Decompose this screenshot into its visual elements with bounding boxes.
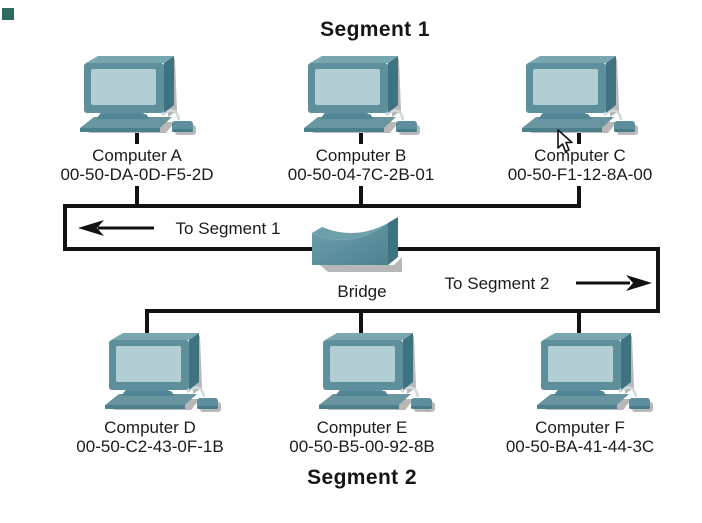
segment-1-title: Segment 1 <box>320 18 430 41</box>
computer-e-name-label: Computer E <box>316 418 408 437</box>
stub-computer-a <box>135 131 139 144</box>
computer-c-mac-label: 00-50-F1-12-8A-00 <box>507 165 653 184</box>
to-segment-1-label: To Segment 1 <box>175 219 281 238</box>
computer-a-mac-label: 00-50-DA-0D-F5-2D <box>60 165 214 184</box>
stub-computer-c <box>577 131 581 144</box>
bridge-device <box>308 215 408 279</box>
computer-icon <box>535 330 655 414</box>
bridge-label: Bridge <box>337 282 387 301</box>
to-segment-2-arrow-icon <box>576 275 652 291</box>
computer-icon <box>78 53 198 137</box>
drop-computer-d <box>145 311 149 333</box>
stub-computer-b <box>359 131 363 144</box>
corner-artifact <box>2 8 14 20</box>
computer-icon <box>317 330 437 414</box>
computer-f <box>535 330 655 414</box>
drop-computer-f <box>577 311 581 333</box>
drop-computer-e <box>359 311 363 333</box>
mouse-cursor-icon <box>557 129 573 153</box>
computer-b <box>302 53 422 137</box>
computer-a-name-label: Computer A <box>92 146 182 165</box>
computer-c-name-label: Computer C <box>534 146 626 165</box>
to-segment-1-arrow-icon <box>78 220 154 236</box>
trunk-right-wall-line <box>656 247 660 313</box>
computer-icon <box>302 53 422 137</box>
segment-1-bus-line <box>63 204 581 208</box>
computer-icon <box>103 330 223 414</box>
computer-d-name-label: Computer D <box>104 418 196 437</box>
computer-d <box>103 330 223 414</box>
drop-computer-c <box>577 186 581 206</box>
computer-d-mac-label: 00-50-C2-43-0F-1B <box>76 437 224 456</box>
computer-f-name-label: Computer F <box>535 418 625 437</box>
drop-computer-a <box>135 186 139 206</box>
computer-a <box>78 53 198 137</box>
computer-b-name-label: Computer B <box>315 146 407 165</box>
trunk-left-wall-line <box>63 204 67 251</box>
bridge-icon <box>308 215 408 277</box>
computer-f-mac-label: 00-50-BA-41-44-3C <box>505 437 655 456</box>
segment-2-title: Segment 2 <box>307 466 417 489</box>
to-segment-2-label: To Segment 2 <box>444 274 550 293</box>
computer-b-mac-label: 00-50-04-7C-2B-01 <box>287 165 435 184</box>
computer-e-mac-label: 00-50-B5-00-92-8B <box>289 437 435 456</box>
drop-computer-b <box>359 186 363 206</box>
computer-e <box>317 330 437 414</box>
computer-icon <box>520 53 640 137</box>
segment-2-bus-line <box>145 309 660 313</box>
computer-c <box>520 53 640 137</box>
